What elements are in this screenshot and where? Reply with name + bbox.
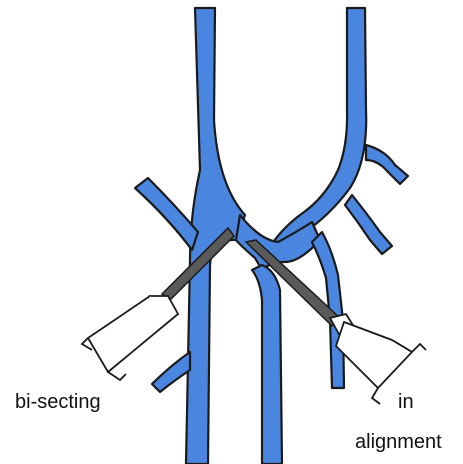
label-alignment: alignment: [355, 432, 442, 452]
right-mid-branch: [345, 195, 392, 254]
left-syringe-barrel: [88, 296, 178, 372]
left-oblique-branch: [135, 178, 198, 250]
upper-right-branch: [366, 145, 408, 184]
central-lower-vein: [252, 265, 282, 464]
label-in: in: [398, 392, 414, 412]
vein-network: [135, 8, 408, 464]
label-bi-secting: bi-secting: [15, 392, 101, 412]
left-syringe: [82, 228, 234, 380]
lower-left-branch: [152, 352, 190, 392]
right-syringe-barrel: [336, 322, 412, 388]
